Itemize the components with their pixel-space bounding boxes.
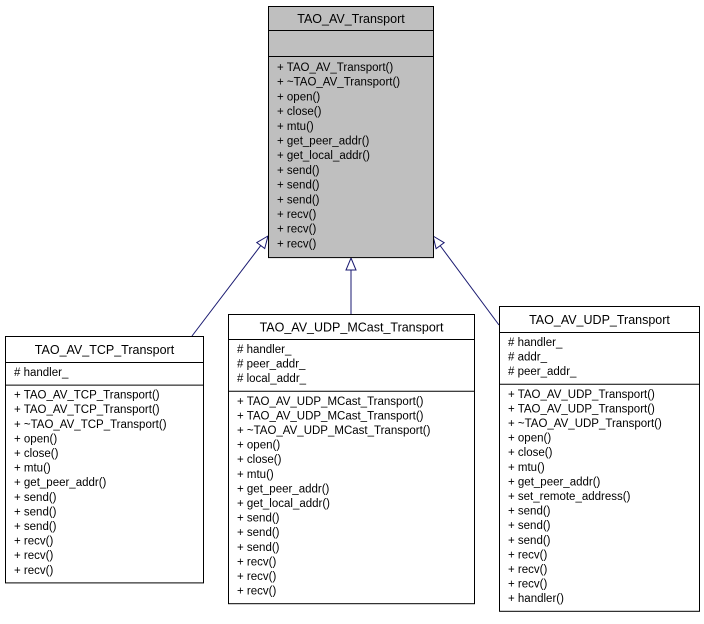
class-method: + get_peer_addr() (277, 136, 370, 148)
class-method: + send() (508, 520, 551, 532)
class-method: + close() (14, 448, 59, 460)
class-method: + mtu() (277, 121, 314, 133)
class-attribute: # peer_addr_ (237, 359, 306, 371)
class-method: + send() (14, 506, 57, 518)
class-method: + send() (277, 165, 320, 177)
class-box-frame (228, 314, 475, 605)
class-boxes: TAO_AV_Transport + TAO_AV_Transport() + ~T… (5, 6, 700, 612)
class-attribute: # addr_ (508, 352, 548, 364)
class-box-udp[interactable]: TAO_AV_UDP_Transport # handler_ # addr_ # p… (499, 306, 700, 612)
class-method: + send() (237, 527, 280, 539)
inheritance-arrowhead (255, 234, 269, 250)
class-method: + recv() (277, 238, 316, 250)
class-method: + recv() (14, 550, 53, 562)
class-method: + send() (14, 492, 57, 504)
class-name: TAO_AV_TCP_Transport (35, 343, 175, 357)
class-method: + mtu() (14, 463, 51, 475)
class-attribute: # handler_ (237, 344, 292, 356)
class-method: + send() (508, 506, 551, 518)
class-method: + recv() (277, 224, 316, 236)
class-method: + set_remote_address() (508, 491, 631, 503)
class-attribute: # handler_ (508, 337, 563, 349)
inheritance-edge (191, 245, 262, 337)
class-method: + recv() (508, 564, 547, 576)
inheritance-arrowhead (432, 234, 446, 250)
inheritance-edges (191, 234, 500, 337)
class-method: + open() (508, 433, 551, 445)
class-method: + recv() (14, 565, 53, 577)
class-method: + TAO_AV_Transport() (277, 62, 393, 74)
class-method: + mtu() (508, 462, 545, 474)
class-attribute: # local_addr_ (237, 373, 307, 385)
class-method: + recv() (508, 549, 547, 561)
class-method: + close() (277, 106, 322, 118)
class-attribute: # handler_ (14, 367, 69, 379)
class-method: + recv() (277, 209, 316, 221)
class-method: + recv() (237, 556, 276, 568)
class-box-frame (5, 336, 204, 584)
class-method: + TAO_AV_UDP_Transport() (508, 389, 655, 401)
class-box-frame (499, 306, 700, 612)
class-method: + ~TAO_AV_UDP_Transport() (508, 418, 662, 430)
class-box-base[interactable]: TAO_AV_Transport + TAO_AV_Transport() + ~T… (268, 6, 434, 259)
class-method: + get_peer_addr() (14, 477, 107, 489)
class-method: + get_local_addr() (237, 498, 330, 510)
class-method: + TAO_AV_TCP_Transport() (14, 404, 160, 416)
class-name: TAO_AV_Transport (297, 12, 405, 26)
class-name: TAO_AV_UDP_MCast_Transport (260, 321, 444, 335)
class-method: + open() (14, 433, 57, 445)
class-method: + send() (14, 521, 57, 533)
class-method: + send() (277, 180, 320, 192)
inheritance-arrowhead (345, 256, 357, 271)
class-box-frame (268, 6, 434, 259)
class-method: + send() (508, 535, 551, 547)
class-method: + get_peer_addr() (508, 476, 601, 488)
class-box-tcp[interactable]: TAO_AV_TCP_Transport # handler_ + TAO_AV_T… (5, 336, 204, 584)
class-method: + mtu() (237, 469, 274, 481)
class-method: + TAO_AV_UDP_MCast_Transport() (237, 396, 424, 408)
class-method: + send() (237, 542, 280, 554)
class-name: TAO_AV_UDP_Transport (529, 313, 670, 327)
class-method: + close() (508, 447, 553, 459)
class-method: + recv() (508, 579, 547, 591)
class-method: + close() (237, 454, 282, 466)
class-method: + TAO_AV_UDP_Transport() (508, 403, 655, 415)
class-method: + ~TAO_AV_TCP_Transport() (14, 419, 167, 431)
class-method: + TAO_AV_UDP_MCast_Transport() (237, 410, 424, 422)
class-method: + open() (237, 440, 280, 452)
class-method: + recv() (237, 586, 276, 598)
class-box-mcast[interactable]: TAO_AV_UDP_MCast_Transport # handler_ # pe… (228, 314, 475, 605)
class-method: + recv() (237, 571, 276, 583)
class-method: + handler() (508, 593, 564, 605)
class-method: + ~TAO_AV_UDP_MCast_Transport() (237, 425, 431, 437)
class-method: + get_local_addr() (277, 150, 370, 162)
class-method: + get_peer_addr() (237, 483, 330, 495)
class-method: + send() (277, 194, 320, 206)
class-method: + open() (277, 91, 320, 103)
class-method: + ~TAO_AV_Transport() (277, 77, 400, 89)
inheritance-edge (439, 245, 500, 326)
class-method: + recv() (14, 536, 53, 548)
class-method: + send() (237, 513, 280, 525)
class-attribute: # peer_addr_ (508, 366, 577, 378)
class-method: + TAO_AV_TCP_Transport() (14, 390, 160, 402)
